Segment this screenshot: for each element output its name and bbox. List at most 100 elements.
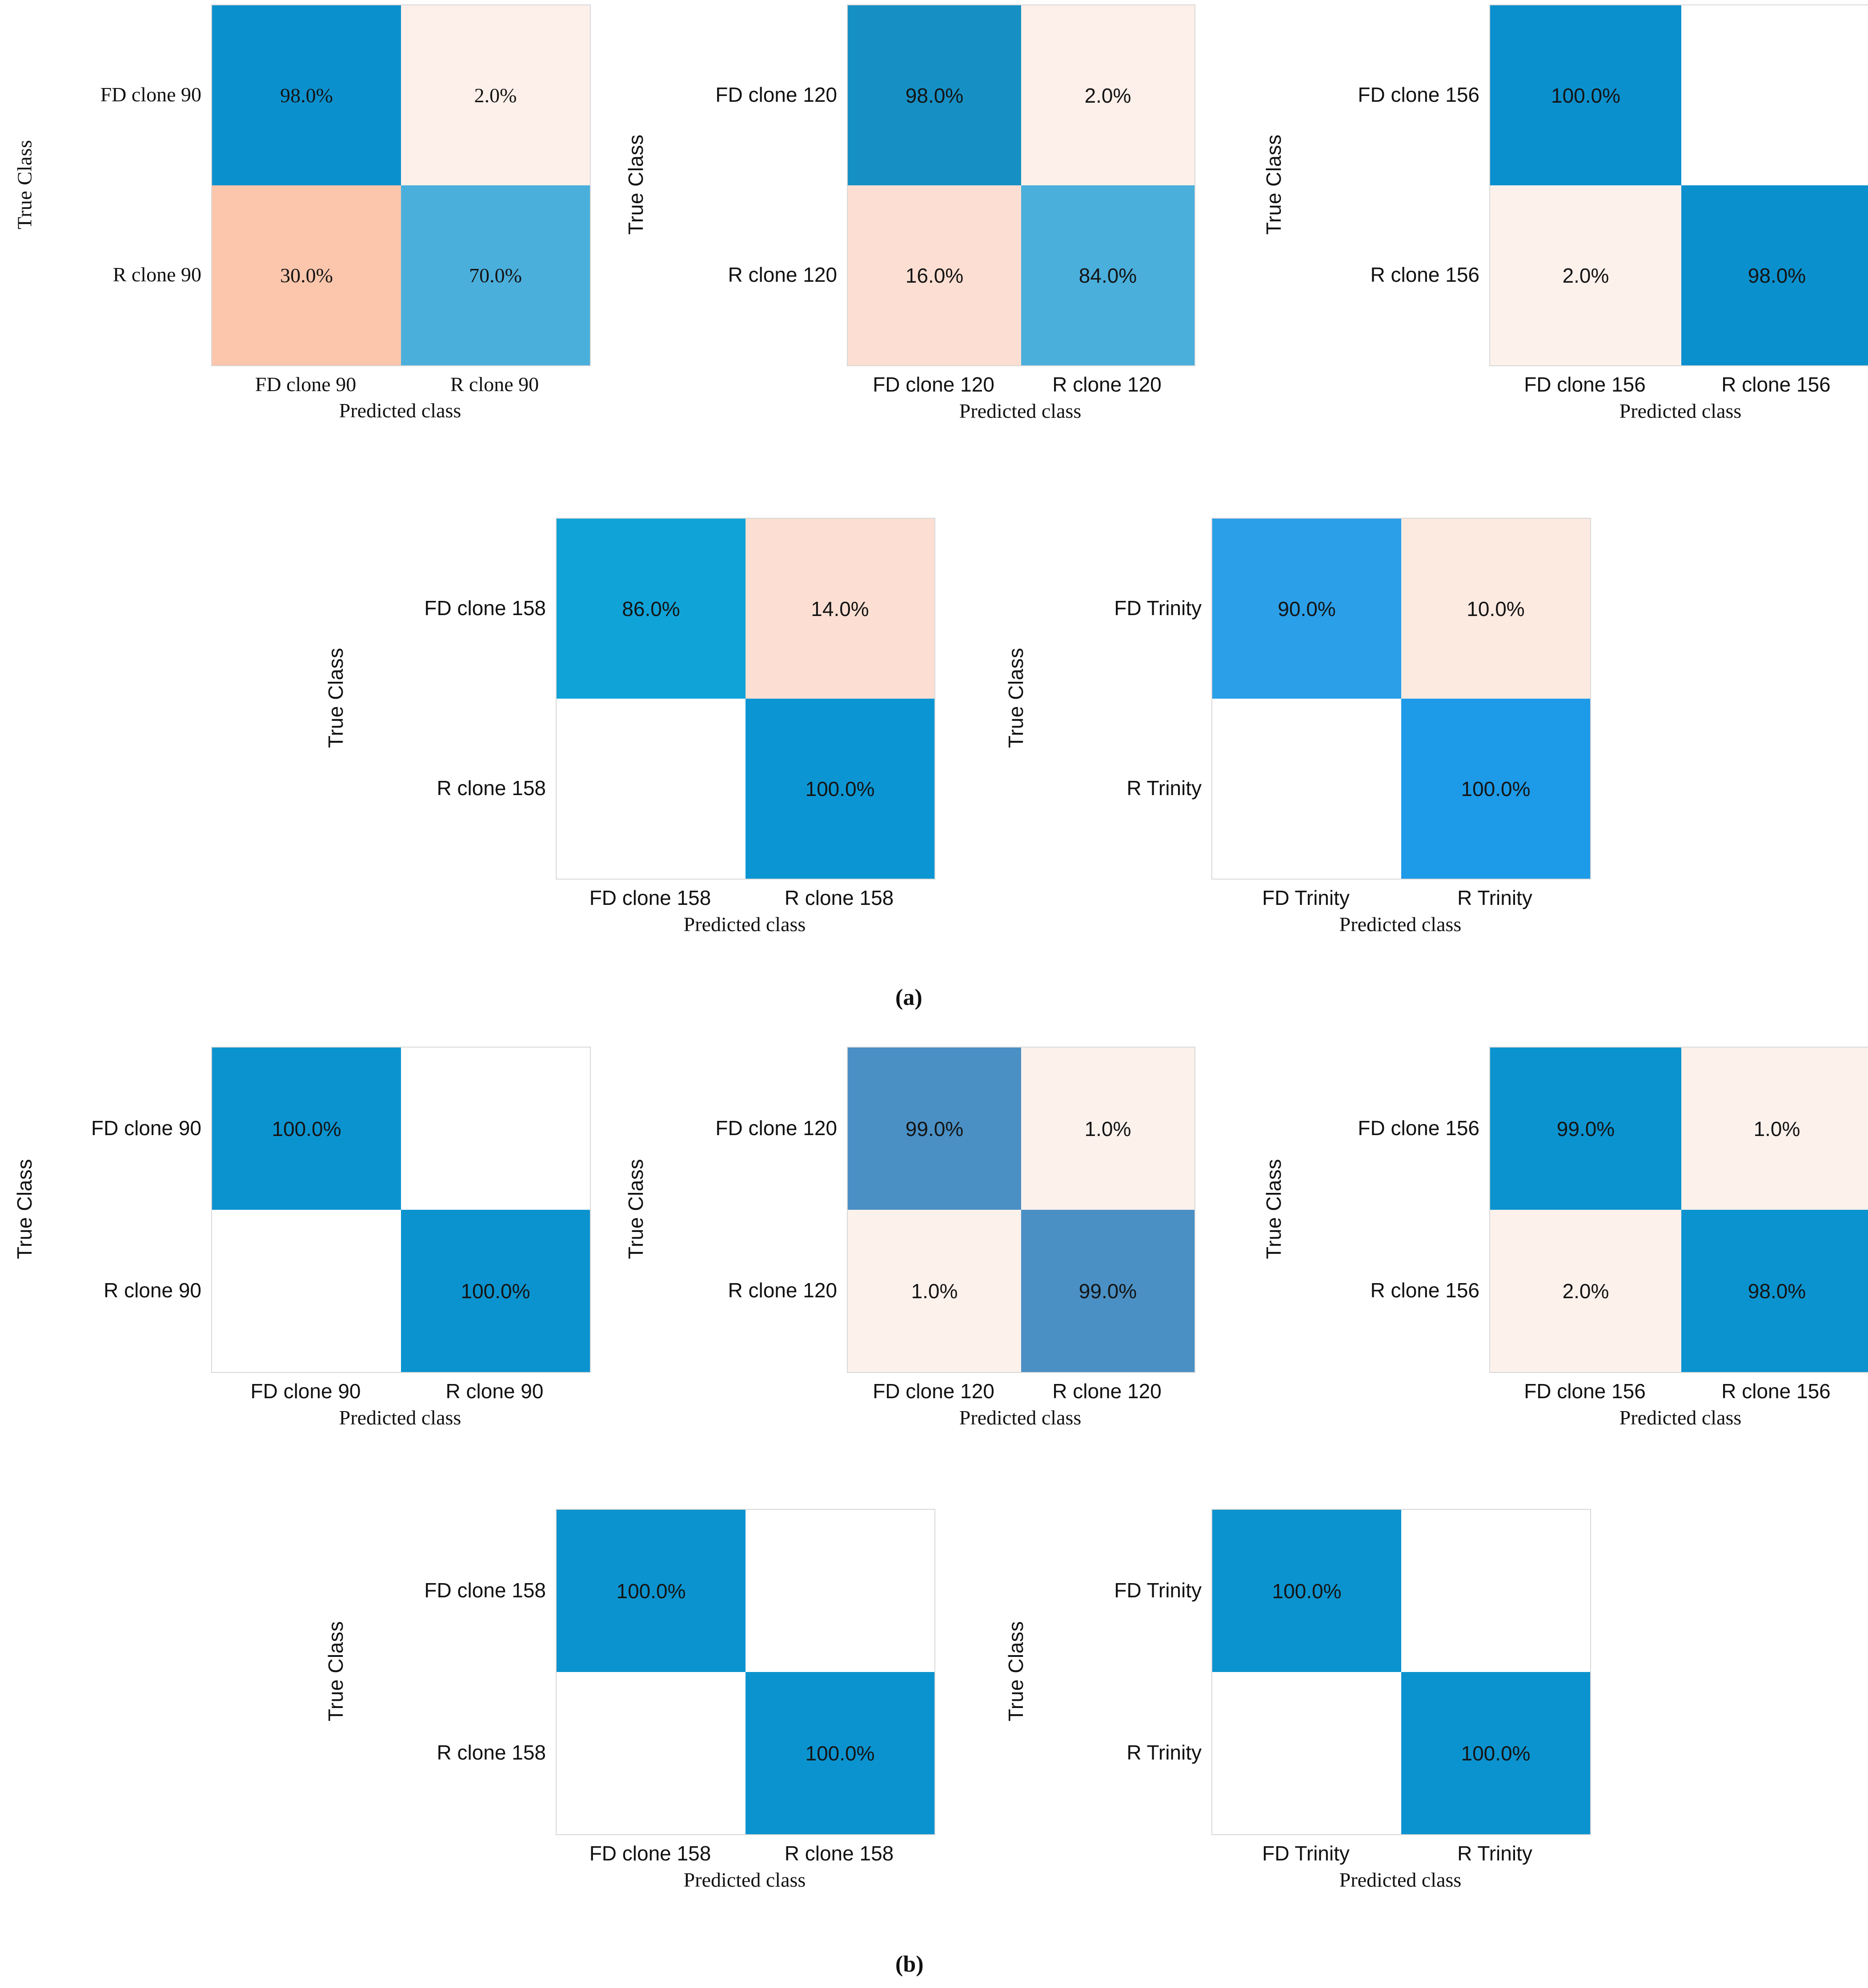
matrix-grid: 100.0%100.0% xyxy=(1211,1509,1591,1835)
matrix-cell-1-0 xyxy=(1212,1672,1401,1834)
x-axis-label: Predicted class xyxy=(1339,913,1462,936)
confusion-matrix-b-clone158: True Class FD clone 158 R clone 158 100.0%1… xyxy=(320,1509,935,1892)
y-tick-label-1: R clone 156 xyxy=(1370,263,1480,286)
matrix-grid: 86.0%14.0%100.0% xyxy=(556,518,935,880)
x-tick-label-0: FD clone 156 xyxy=(1524,373,1646,396)
y-axis-label: True Class xyxy=(624,1159,647,1259)
y-axis-label: True Class xyxy=(13,140,36,229)
matrix-cell-0-1: 1.0% xyxy=(1021,1048,1195,1210)
matrix-cell-1-1: 100.0% xyxy=(746,699,934,879)
x-tick-label-0: FD clone 158 xyxy=(589,1842,711,1865)
y-axis-label: True Class xyxy=(324,1621,347,1721)
matrix-cell-1-1: 99.0% xyxy=(1021,1210,1195,1372)
matrix-cell-0-1: 14.0% xyxy=(746,519,934,699)
matrix-grid: 98.0%2.0%16.0%84.0% xyxy=(847,4,1195,366)
x-tick-labels: FD Trinity R Trinity xyxy=(1211,880,1589,910)
y-tick-label-0: FD clone 120 xyxy=(715,1116,837,1140)
x-tick-labels: FD clone 90 R clone 90 xyxy=(211,366,589,396)
x-tick-label-1: R clone 120 xyxy=(1052,1380,1162,1403)
matrix-cell-1-1: 100.0% xyxy=(746,1672,934,1834)
y-tick-label-1: R Trinity xyxy=(1126,776,1202,800)
subcaption-a: (a) xyxy=(895,985,922,1010)
matrix-cell-1-1: 84.0% xyxy=(1021,185,1195,365)
matrix-grid: 90.0%10.0%100.0% xyxy=(1211,518,1591,880)
matrix-cell-1-1: 70.0% xyxy=(401,185,590,365)
x-tick-labels: FD clone 120 R clone 120 xyxy=(847,366,1194,396)
matrix-cell-1-0: 16.0% xyxy=(848,185,1021,365)
x-tick-label-0: FD clone 90 xyxy=(255,373,357,396)
matrix-cell-1-0: 2.0% xyxy=(1490,1210,1681,1372)
matrix-cell-1-0 xyxy=(212,1210,401,1372)
x-tick-label-1: R clone 156 xyxy=(1721,1380,1831,1403)
confusion-matrix-a-trinity: True Class FD Trinity R Trinity 90.0%10.0%1… xyxy=(1000,518,1591,936)
x-tick-label-0: FD clone 158 xyxy=(589,886,711,909)
x-tick-label-1: R Trinity xyxy=(1457,1842,1532,1865)
y-tick-labels: FD clone 120 R clone 120 xyxy=(651,1047,847,1371)
confusion-matrix-b-clone90: True Class FD clone 90 R clone 90 100.0%100… xyxy=(9,1047,591,1429)
x-axis-label: Predicted class xyxy=(1619,400,1742,422)
x-axis-label: Predicted class xyxy=(339,1406,461,1429)
matrix-cell-1-1: 100.0% xyxy=(401,1210,590,1372)
matrix-cell-1-0: 1.0% xyxy=(848,1210,1021,1372)
y-tick-label-0: FD clone 120 xyxy=(715,83,837,106)
y-tick-labels: FD clone 156 R clone 156 xyxy=(1289,1047,1489,1371)
y-tick-label-0: FD clone 156 xyxy=(1358,1116,1479,1140)
matrix-grid: 100.0%100.0% xyxy=(556,1509,935,1835)
matrix-cell-0-1 xyxy=(401,1048,590,1210)
x-axis-label: Predicted class xyxy=(1339,1868,1462,1891)
y-tick-label-0: FD clone 158 xyxy=(424,1578,546,1602)
x-axis-label: Predicted class xyxy=(959,1406,1082,1429)
x-tick-label-1: R Trinity xyxy=(1457,886,1532,909)
x-tick-label-1: R clone 158 xyxy=(784,886,894,909)
matrix-cell-0-1 xyxy=(1401,1510,1590,1672)
matrix-cell-1-0 xyxy=(557,1672,746,1834)
x-tick-label-0: FD clone 90 xyxy=(250,1380,361,1403)
y-axis-label: True Class xyxy=(13,1159,36,1259)
x-tick-label-1: R clone 156 xyxy=(1721,373,1831,396)
y-tick-label-1: R clone 90 xyxy=(104,1278,201,1302)
x-tick-label-0: FD clone 120 xyxy=(873,373,994,396)
matrix-cell-0-0: 99.0% xyxy=(1490,1048,1681,1210)
x-tick-label-1: R clone 158 xyxy=(784,1842,894,1865)
x-tick-label-1: R clone 120 xyxy=(1052,373,1162,396)
matrix-cell-1-1: 100.0% xyxy=(1401,1672,1590,1834)
matrix-cell-1-1: 98.0% xyxy=(1681,185,1868,365)
x-tick-labels: FD clone 158 R clone 158 xyxy=(556,1835,934,1865)
y-tick-label-1: R clone 156 xyxy=(1370,1278,1480,1302)
subcaption-b: (b) xyxy=(895,1952,924,1977)
y-tick-label-1: R clone 158 xyxy=(437,1740,546,1764)
matrix-grid: 99.0%1.0%1.0%99.0% xyxy=(847,1047,1195,1373)
x-tick-labels: FD clone 120 R clone 120 xyxy=(847,1373,1194,1403)
x-tick-label-1: R clone 90 xyxy=(450,373,539,396)
y-tick-labels: FD clone 158 R clone 158 xyxy=(351,1509,556,1833)
y-tick-label-1: R clone 120 xyxy=(728,1278,838,1302)
matrix-cell-1-0: 2.0% xyxy=(1490,185,1681,365)
matrix-grid: 99.0%1.0%2.0%98.0% xyxy=(1489,1047,1868,1373)
y-axis-label: True Class xyxy=(1004,1621,1027,1721)
matrix-cell-0-1 xyxy=(746,1510,934,1672)
y-axis-label: True Class xyxy=(1004,648,1027,748)
matrix-cell-1-0: 30.0% xyxy=(212,185,401,365)
y-tick-labels: FD clone 156 R clone 156 xyxy=(1289,4,1489,364)
x-tick-label-0: FD Trinity xyxy=(1262,1842,1350,1865)
x-axis-label: Predicted class xyxy=(339,399,461,422)
matrix-cell-0-0: 100.0% xyxy=(212,1048,401,1210)
y-tick-label-0: FD clone 90 xyxy=(100,83,201,106)
x-tick-label-0: FD clone 120 xyxy=(873,1380,994,1403)
y-tick-label-0: FD clone 156 xyxy=(1358,83,1479,106)
matrix-cell-1-0 xyxy=(1212,699,1401,879)
matrix-grid: 100.0%2.0%98.0% xyxy=(1489,4,1868,366)
matrix-cell-0-0: 100.0% xyxy=(1212,1510,1401,1672)
y-axis-label: True Class xyxy=(1262,134,1285,235)
matrix-cell-0-0: 100.0% xyxy=(557,1510,746,1672)
y-tick-label-0: FD Trinity xyxy=(1114,1578,1202,1602)
x-tick-label-0: FD Trinity xyxy=(1262,886,1350,909)
